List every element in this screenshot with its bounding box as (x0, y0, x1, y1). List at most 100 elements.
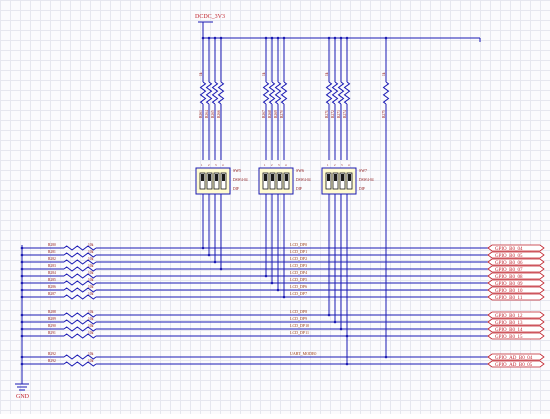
net-label: LCD_DP8 (290, 309, 307, 314)
dip-pin-number: 2 (271, 163, 273, 167)
gpio-port-label: GPIO_B0_12 (495, 314, 523, 319)
pullup-resistor (217, 81, 225, 105)
dip-pin-number: 3 (278, 163, 280, 167)
pulldown-ref-label: R287 (48, 292, 56, 296)
pulldown-value-label: 10k (88, 310, 94, 314)
gpio-port-label: GPIO_B0_13 (495, 321, 523, 326)
dip-switch-ref: SW6 (296, 168, 304, 173)
net-label: LCD_DP4 (290, 270, 307, 275)
gpio-port (487, 325, 545, 333)
pullup-resistor (343, 81, 351, 105)
dip-pin-number: 1 (327, 163, 329, 167)
pullup-resistor (337, 81, 345, 105)
pulldown-value-label: 10k (88, 324, 94, 328)
pulldown-resistor (63, 287, 97, 293)
pullup-ref-label: R268 (268, 110, 272, 118)
dip-switch-knob (348, 174, 351, 181)
dip-pin-number: 4 (285, 163, 287, 167)
pullup-resistor (205, 81, 213, 105)
pulldown-value-label: 10k (88, 264, 94, 268)
pullup-ref-label: R263 (199, 110, 203, 118)
net-label: LCD_DP3 (290, 263, 307, 268)
dip-pin-number: 2 (208, 163, 210, 167)
dip-switch-type: DIP (233, 187, 239, 191)
gpio-port (487, 258, 545, 266)
pullup-value-label: 1k (199, 72, 203, 76)
pulldown-ref-label: R289 (48, 317, 56, 321)
pullup-ref-label: R271 (325, 110, 329, 118)
dip-switch-ref: SW7 (359, 168, 367, 173)
pulldown-value-label: 10k (88, 317, 94, 321)
gpio-port (487, 293, 545, 301)
dip-switch-knob (341, 174, 344, 181)
gpio-port (487, 360, 545, 368)
net-label: LCD_DP9 (290, 316, 307, 321)
net-label: LCD_DP7 (290, 291, 307, 296)
pulldown-ref-label: R280 (48, 243, 56, 247)
pullup-ref-label: R266 (217, 110, 221, 118)
pulldown-resistor (63, 273, 97, 279)
gpio-port (487, 279, 545, 287)
dip-pin-number: 4 (222, 163, 224, 167)
gpio-port (487, 244, 545, 252)
dip-switch-knob (327, 174, 330, 181)
dip-pin-number: 2 (334, 163, 336, 167)
dip-switch-knob (264, 174, 267, 181)
pullup-resistor (268, 81, 276, 105)
pullup-ref-label: R274 (343, 110, 347, 118)
pullup-resistor (325, 81, 333, 105)
dip-switch-part: DSW4-04 (233, 178, 248, 182)
pulldown-resistor (63, 252, 97, 258)
dip-switch-knob (222, 174, 225, 181)
dip-switch-knob (285, 174, 288, 181)
gpio-port-label: GPIO_B0_06 (495, 261, 523, 266)
pulldown-value-label: 10k (88, 285, 94, 289)
pullup-resistor (262, 81, 270, 105)
dip-pin-number: 1 (201, 163, 203, 167)
pulldown-value-label: 10k (88, 243, 94, 247)
dip-switch-type: DIP (296, 187, 302, 191)
pullup-resistor (331, 81, 339, 105)
net-label: UART_MODE0 (290, 351, 316, 356)
pulldown-ref-label: R288 (48, 310, 56, 314)
net-label: LCD_DP10 (290, 323, 309, 328)
pullup-ref-label: R270 (280, 110, 284, 118)
pulldown-value-label: 10k (88, 331, 94, 335)
dip-pin-number: 4 (348, 163, 350, 167)
net-label: LCD_DP1 (290, 249, 307, 254)
pullup-resistor (274, 81, 282, 105)
pullup-value-label: 1k (325, 72, 329, 76)
gpio-port (487, 311, 545, 319)
pullup-resistor (199, 81, 207, 105)
net-label: LCD_DP6 (290, 284, 307, 289)
dip-switch-knob (271, 174, 274, 181)
ground-net-label: GND (16, 394, 30, 400)
pulldown-ref-label: R285 (48, 278, 56, 282)
pulldown-ref-label: R284 (48, 271, 56, 275)
gpio-port-label: GPIO_B0_14 (495, 328, 523, 333)
pulldown-value-label: 10k (88, 292, 94, 296)
pulldown-ref-label: R292 (48, 359, 56, 363)
gpio-port (487, 332, 545, 340)
pullup-value-label: 1k (262, 72, 266, 76)
pulldown-ref-label: R286 (48, 285, 56, 289)
pullup-resistor (211, 81, 219, 105)
pulldown-ref-label: R292 (48, 352, 56, 356)
gpio-port-label: GPIO_B0_04 (495, 247, 523, 252)
pulldown-resistor (63, 312, 97, 318)
pullup-ref-label: R275 (382, 110, 386, 118)
gpio-port-label: GPIO_B0_15 (495, 335, 523, 340)
dip-switch-knob (278, 174, 281, 181)
pulldown-resistor (63, 354, 97, 360)
net-label: LCD_DP2 (290, 256, 307, 261)
gpio-port (487, 286, 545, 294)
pulldown-value-label: 10k (88, 257, 94, 261)
pulldown-value-label: 10k (88, 278, 94, 282)
pullup-ref-label: R273 (337, 110, 341, 118)
pullup-ref-label: R267 (262, 110, 266, 118)
pulldown-ref-label: R281 (48, 250, 56, 254)
pullup-ref-label: R264 (205, 110, 209, 118)
gpio-port-label: GPIO_AD_B0_05 (495, 363, 533, 368)
gpio-port (487, 265, 545, 273)
